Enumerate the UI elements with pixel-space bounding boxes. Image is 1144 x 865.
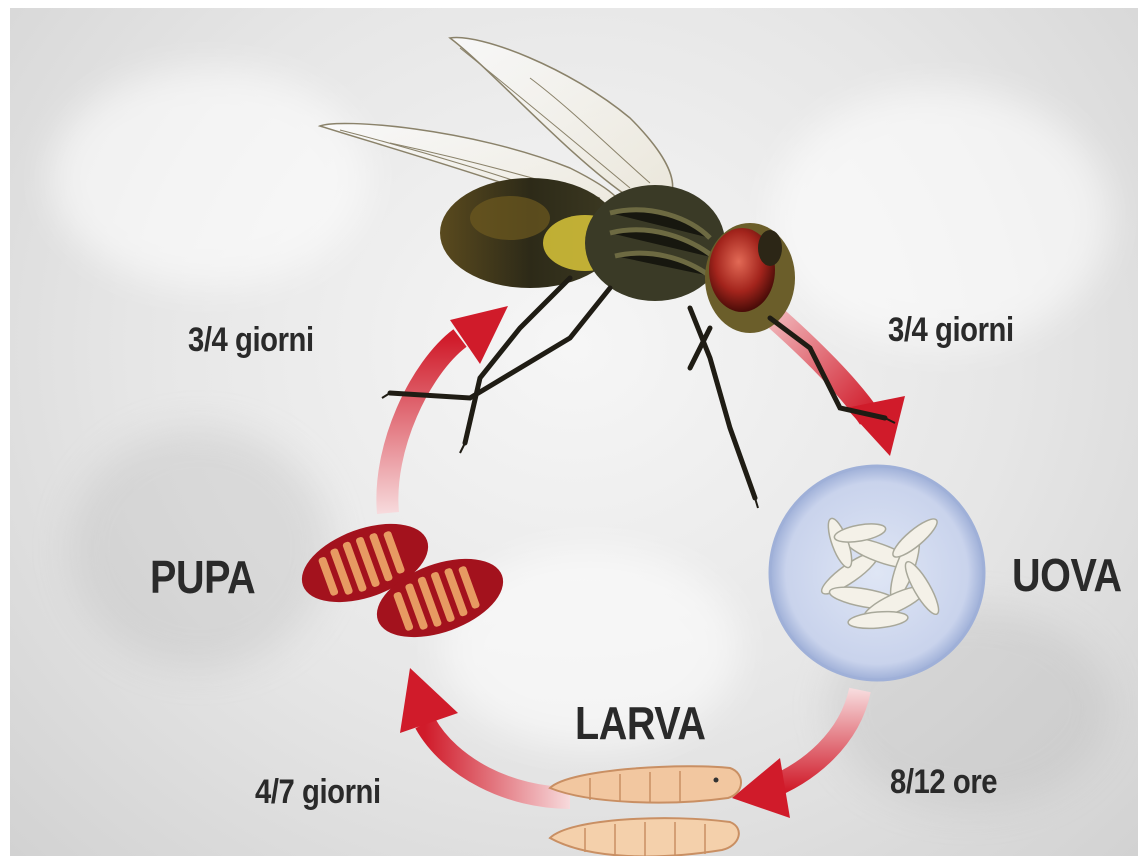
- arrow-larva-to-pupa: [400, 668, 570, 798]
- stage-label-larva: LARVA: [575, 696, 705, 750]
- larvae-icon: [550, 766, 741, 856]
- stage-label-pupa: PUPA: [150, 550, 255, 604]
- duration-larva-to-pupa: 4/7 giorni: [255, 773, 381, 812]
- arrow-pupa-to-adult: [387, 306, 508, 513]
- duration-adult-to-eggs: 3/4 giorni: [888, 311, 1014, 350]
- arrow-eggs-to-larva: [732, 690, 860, 818]
- duration-eggs-to-larva: 8/12 ore: [890, 763, 997, 802]
- stage-label-uova: UOVA: [1012, 548, 1122, 602]
- life-cycle-diagram: PUPA UOVA LARVA 3/4 giorni 3/4 giorni 8/…: [10, 8, 1138, 856]
- cycle-artwork: [10, 8, 1138, 856]
- eggs-icon: [770, 466, 984, 680]
- pupae-icon: [291, 508, 513, 652]
- duration-pupa-to-adult: 3/4 giorni: [188, 321, 314, 360]
